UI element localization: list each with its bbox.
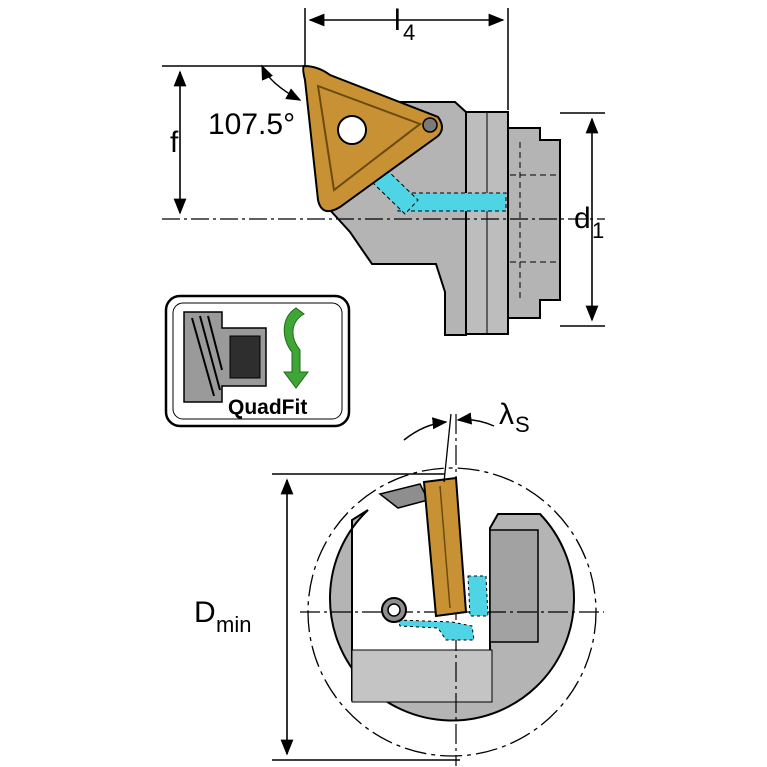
dmin-subscript: min [216,612,251,637]
triangular-insert [302,64,443,213]
clamp-screw [422,117,438,133]
end-view-screw-hole [387,603,401,617]
tool-end-view: λ S D min [194,398,604,766]
coolant-channel-horizontal [397,192,507,212]
end-view-insert-edge [439,485,451,609]
lambda-arc-right [456,412,495,427]
coolant-channel-angled [371,167,419,215]
end-view-top-step [378,483,430,509]
lambda-subscript: S [515,412,530,437]
quadfit-badge: QuadFit [164,294,351,428]
badge-thread-2 [199,315,221,391]
rotate-arrow-icon [283,307,309,389]
end-view-lower-face [351,649,493,703]
d1-subscript: 1 [592,218,604,243]
insert-chipbreaker [316,84,423,192]
coupling [507,127,561,319]
end-view-side-pocket [489,529,539,643]
tool-side-view: l 4 f 107.5° d 1 [162,4,605,336]
f-label: f [170,126,179,159]
angle-arc [261,64,302,101]
quadfit-label: QuadFit [228,396,307,419]
badge-coupling-dark [229,335,261,379]
l4-label: l [394,4,401,37]
angle-label: 107.5° [208,108,295,141]
d1-label: d [574,202,591,235]
badge-thread-3 [207,315,223,371]
insert-screw-hole [337,115,367,145]
lambda-arc-left [403,417,448,441]
end-view-coolant [397,619,475,641]
l4-subscript: 4 [403,20,415,45]
end-view-coolant-upper [467,575,489,617]
badge-thread-1 [191,317,215,397]
badge-inner-frame [172,302,343,420]
lambda-label: λ [499,398,514,431]
lambda-reference-line [443,413,452,483]
dmin-label: D [194,596,216,629]
